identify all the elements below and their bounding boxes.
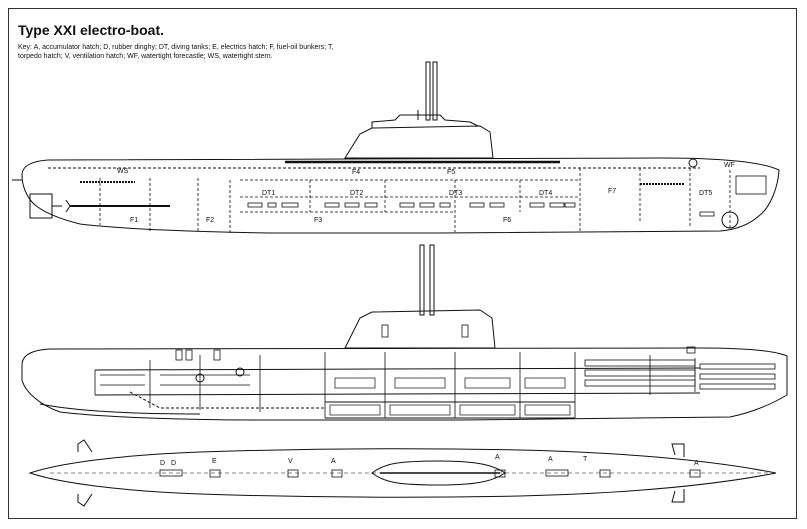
label-e: E	[212, 458, 217, 465]
label-dt1: DT1	[262, 190, 275, 197]
label-f4: F4	[352, 169, 360, 176]
label-f6: F6	[503, 217, 511, 224]
diagram-frame	[8, 8, 797, 519]
side-profile-conning-tower	[344, 125, 494, 159]
label-f7: F7	[608, 188, 616, 195]
label-dt2: DT2	[350, 190, 363, 197]
cutaway-hull	[21, 347, 788, 421]
label-ws: WS	[117, 168, 129, 175]
label-f2: F2	[206, 217, 214, 224]
label-v: V	[288, 458, 293, 465]
diagram-key: Key: A, accumulator hatch; D, rubber din…	[18, 44, 334, 60]
label-dt3: DT3	[449, 190, 462, 197]
cutaway-interior-view	[21, 244, 788, 421]
cutaway-conning-tower	[344, 309, 496, 349]
plan-view-hull	[28, 448, 777, 498]
diagram-title: Type XXI electro-boat.	[18, 22, 164, 38]
label-f1: F1	[130, 217, 138, 224]
label-a-4: A	[694, 460, 699, 467]
label-a-2: A	[495, 454, 500, 461]
side-profile-view	[12, 61, 780, 234]
label-d-1: D	[160, 460, 165, 467]
label-t: T	[583, 456, 588, 463]
label-d-2: D	[171, 460, 176, 467]
label-f5: F5	[447, 169, 455, 176]
plan-view-labels: D D E V A A A T A	[160, 454, 699, 467]
side-profile-labels: WS F1 F2 DT1 F4 DT2 F5 DT3 F3 DT4 F6 F7 …	[117, 162, 735, 224]
side-profile-hull	[21, 157, 780, 234]
plan-view	[28, 439, 777, 507]
label-a-3: A	[548, 456, 553, 463]
label-a-1: A	[331, 458, 336, 465]
label-wf: WF	[724, 162, 735, 169]
label-dt5: DT5	[699, 190, 712, 197]
label-f3: F3	[314, 217, 322, 224]
label-dt4: DT4	[539, 190, 552, 197]
